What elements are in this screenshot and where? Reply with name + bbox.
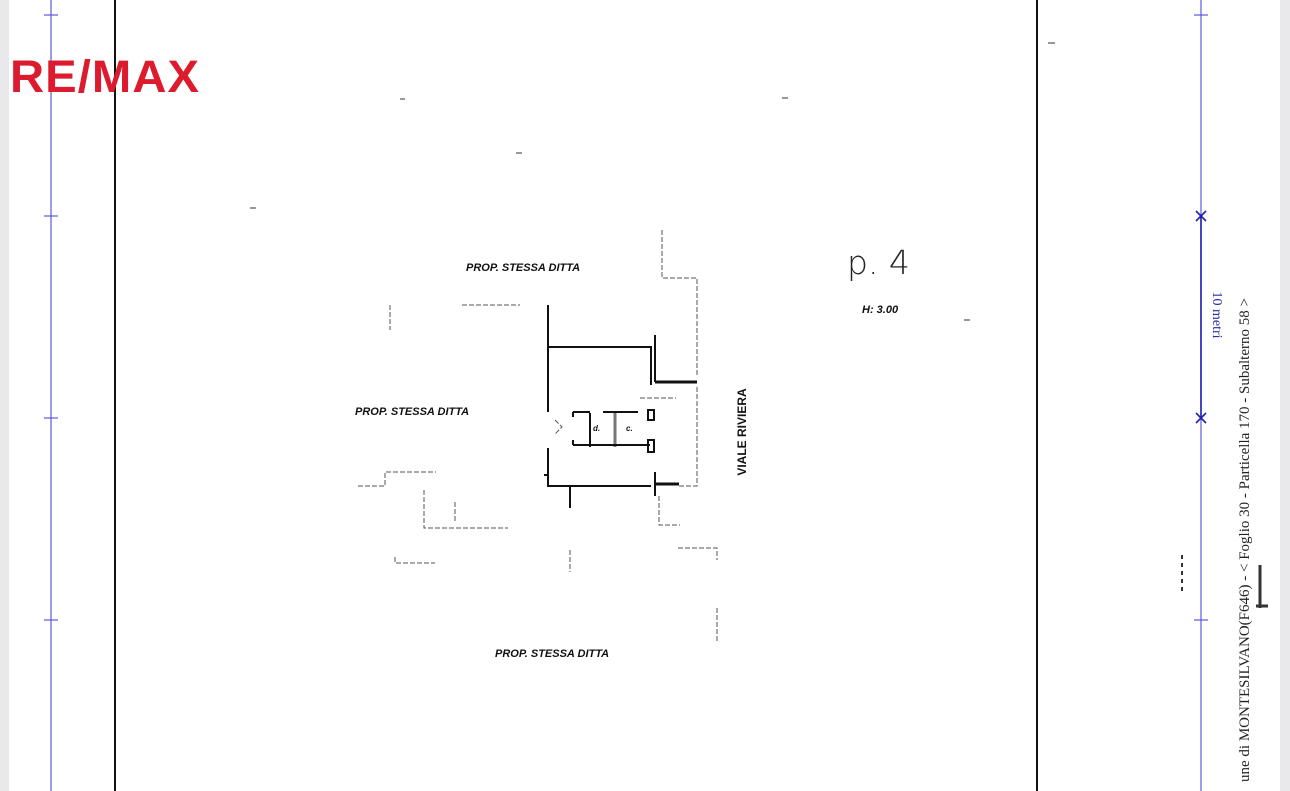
scale-bar: [1195, 210, 1207, 424]
scan-specks: [250, 42, 1268, 608]
floor-label: p. 4: [847, 243, 910, 282]
right-page-edge: [1280, 0, 1290, 791]
remax-logo: RE/MAX: [10, 51, 201, 102]
left-page-edge: [0, 0, 9, 791]
street-label: VIALE RIVIERA: [735, 388, 749, 476]
label-bottom-neighbor: PROP. STESSA DITTA: [495, 648, 610, 660]
cadastral-reference: une di MONTESILVANO(F646) - < Foglio 30 …: [1237, 298, 1253, 782]
label-left-neighbor: PROP. STESSA DITTA: [355, 406, 470, 418]
document-borders: [114, 0, 1038, 791]
label-top-neighbor: PROP. STESSA DITTA: [466, 262, 581, 274]
neighbor-outlines: [358, 230, 718, 642]
scale-label: 10 metri: [1209, 291, 1224, 339]
blue-frame: [44, 0, 1208, 791]
walls: [544, 305, 697, 508]
height-label: H: 3.00: [862, 304, 899, 316]
room-c-label: c.: [626, 424, 633, 433]
room-d-label: d.: [593, 424, 601, 433]
